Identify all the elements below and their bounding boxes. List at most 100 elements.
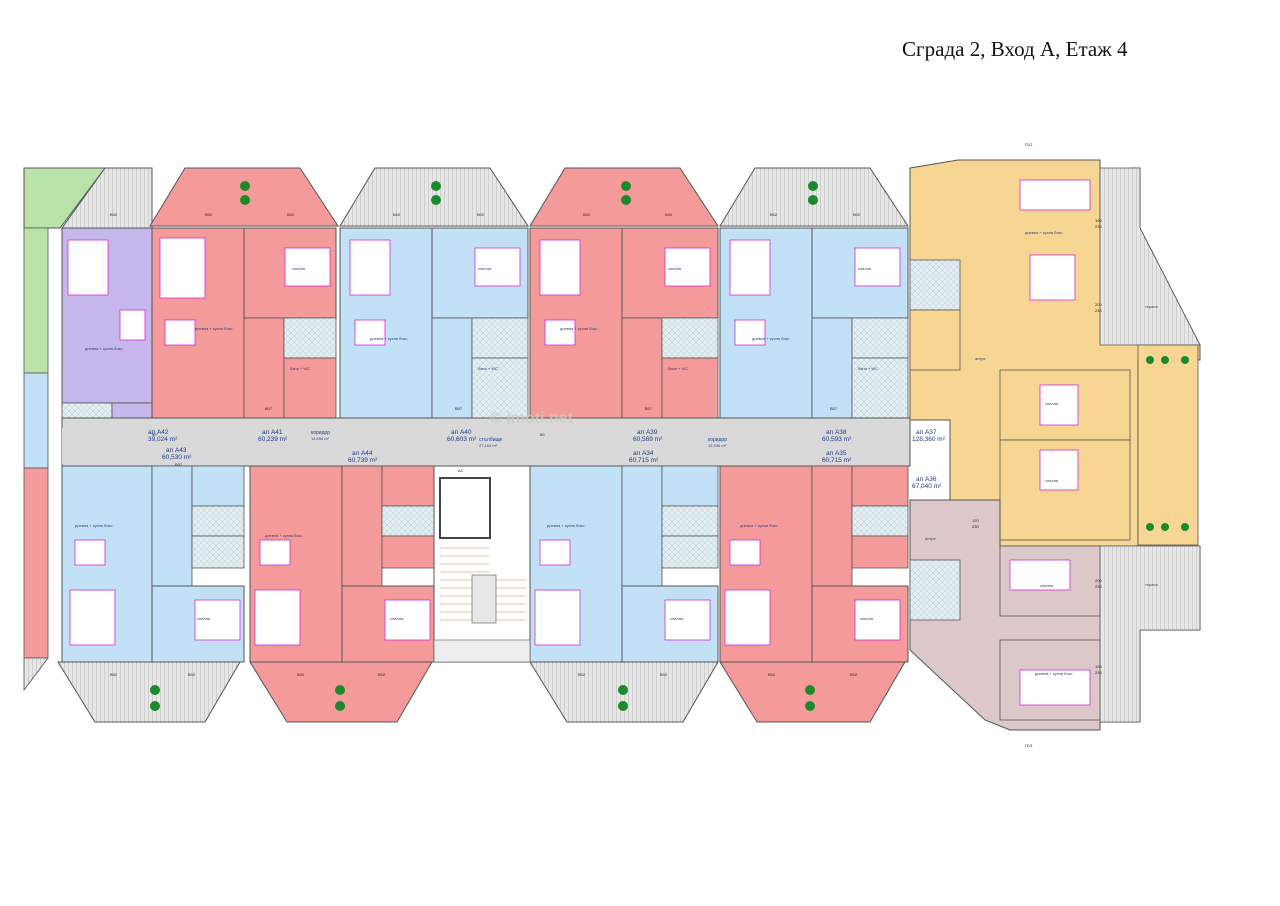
window-code: В02 [110,212,118,217]
room-bath: баня + WC [668,366,688,371]
apartment-labels: ап А42 39,024 m² ап А41 60,239 m² ап А40… [148,429,946,490]
top-balconies [61,167,909,229]
apt-a43-name: ап А43 [166,447,187,454]
apt-a34-name: ап А34 [633,450,654,457]
room-terrace: тераса [1145,582,1158,587]
apt-a38-name: ап А38 [826,429,847,436]
stair-label: стълбище [479,437,503,443]
room-bedroom: спалня [1045,478,1058,483]
room-bedroom: спалня [858,266,871,271]
room-living: дневна + кухня бокс [560,326,597,331]
apt-a39-area: 60,569 m² [633,436,663,443]
room-living: дневна + кухня бокс [1035,671,1072,676]
corridor-area: 14,554 m² [311,436,330,441]
dim-190: 190 [1095,218,1102,223]
common-area-labels: коридор 14,554 m² стълбище 27,164 m² кор… [311,430,727,448]
window-code: В02 [188,672,196,677]
dim-230: 230 [1095,584,1102,589]
room-bath: баня + WC [290,366,310,371]
window-code: В02 [110,672,118,677]
window-code: В02 [768,672,776,677]
unit-a37 [909,159,1201,547]
unit-a36 [909,499,1201,731]
window-code: В02 [393,212,401,217]
window-code: В02 [287,212,295,217]
window-code: В02 [850,672,858,677]
apt-a36-name: ап А36 [916,476,937,483]
watermark: © imoti.net [490,410,574,427]
plants [150,181,1189,711]
room-living: дневна + кухня бокс [370,336,407,341]
apt-a44-area: 60,739 m² [348,457,378,464]
window-code: В02 [578,672,586,677]
room-living: дневна + кухня бокс [752,336,789,341]
stair-core [433,465,531,663]
p12-code: П12 [1025,142,1033,147]
apt-a39-name: ап А39 [637,429,658,436]
window-code: В02 [770,212,778,217]
window-code: В02 [665,212,673,217]
door-code: В07 [175,462,183,467]
corridor-label: коридор [311,430,330,436]
room-living: дневна + кухня бокс [1025,230,1062,235]
room-living: дневна + кухня бокс [265,533,302,538]
dim-80: 80 [540,432,545,437]
apt-a36-area: 67,040 m² [912,483,942,490]
room-living: дневна + кухня бокс [195,326,232,331]
room-bath: баня + WC [858,366,878,371]
room-bedroom: спалня [1045,401,1058,406]
room-labels: дневна + кухня бокс дневна + кухня бокс … [75,230,1158,676]
elevator-code: AC [458,468,464,473]
apt-a43-area: 60,530 m² [162,454,192,461]
furniture [67,179,1091,706]
room-bedroom: спалня [668,266,681,271]
room-bedroom: спалня [1040,583,1053,588]
apt-a42-name: ап А42 [148,429,169,436]
apt-a40-name: ап А40 [451,429,472,436]
room-bedroom: спалня [292,266,305,271]
room-hall: антре [925,536,936,541]
window-code: В02 [660,672,668,677]
apt-a38-area: 60,593 m² [822,436,852,443]
p13-code: П13 [1025,743,1033,748]
room-bedroom: спалня [390,616,403,621]
window-code: В02 [583,212,591,217]
apt-a44-name: ап А44 [352,450,373,457]
apt-a37-area: 128,360 m² [912,436,946,443]
apt-a42-area: 39,024 m² [148,436,178,443]
room-bedroom: спалня [860,616,873,621]
apt-a41-area: 60,239 m² [258,436,288,443]
apt-a34-area: 60,715 m² [629,457,659,464]
door-code: В07 [265,406,273,411]
room-bedroom: спалня [670,616,683,621]
room-living: дневна + кухня бокс [740,523,777,528]
room-bedroom: спалня [197,616,210,621]
door-code: В07 [645,406,653,411]
apt-a35-area: 60,715 m² [822,457,852,464]
page-title: Сграда 2, Вход А, Етаж 4 [902,37,1128,61]
corridor2-label: коридор [708,437,727,443]
dim-230: 230 [1095,308,1102,313]
window-code: В02 [297,672,305,677]
door-code: В07 [455,406,463,411]
bottom-balconies [57,661,906,723]
room-hall: антре [975,356,986,361]
window-code: В02 [378,672,386,677]
apt-a35-name: ап А35 [826,450,847,457]
room-terrace: тераса [1145,304,1158,309]
dim-200: 200 [1095,578,1102,583]
door-code: В07 [830,406,838,411]
room-bedroom: спалня [478,266,491,271]
room-bath: баня + WC [478,366,498,371]
room-living: дневна + кухня бокс [85,346,122,351]
corridor [61,417,911,467]
dim-230: 230 [972,524,979,529]
corridor2-area: 12,336 m² [708,443,727,448]
window-code: В02 [853,212,861,217]
dim-200: 200 [1095,302,1102,307]
dim-230: 230 [1095,224,1102,229]
apt-a40-area: 60,603 m² [447,436,477,443]
apt-a37-name: ап А37 [916,429,937,436]
stair-area: 27,164 m² [479,443,498,448]
